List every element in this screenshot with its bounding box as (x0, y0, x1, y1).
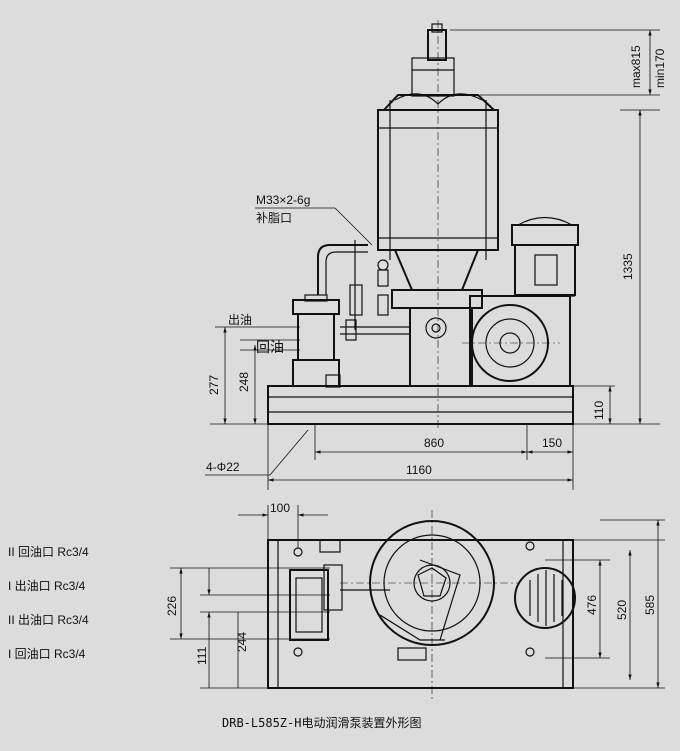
dim-244: 244 (235, 632, 249, 652)
port-label-ii-outlet: II 出油口 Rc3/4 (8, 613, 89, 627)
top-view: 100 226 244 111 476 520 585 (165, 501, 665, 700)
port-label-ii-return: II 回油口 Rc3/4 (8, 545, 89, 559)
piping (317, 240, 410, 341)
dim-860: 860 (424, 436, 444, 450)
drawing-caption: DRB-L585Z-H电动润滑泵装置外形图 (222, 716, 421, 730)
dim-585: 585 (643, 595, 657, 615)
front-view: M33×2-6g 补脂口 出油 回油 max815 min170 1335 11… (205, 20, 667, 490)
grease-reservoir (377, 20, 499, 430)
dim-476: 476 (585, 595, 599, 615)
motor-plan (514, 567, 576, 629)
port-label-i-outlet: I 出油口 Rc3/4 (8, 579, 86, 593)
dim-111: 111 (195, 646, 209, 665)
electric-motor (511, 216, 579, 297)
dim-226: 226 (165, 596, 179, 616)
dim-248: 248 (237, 372, 251, 392)
pump-flange (391, 289, 483, 309)
dim-1160: 1160 (406, 463, 432, 477)
port-labels: II 回油口 Rc3/4 I 出油口 Rc3/4 II 出油口 Rc3/4 I … (8, 545, 89, 661)
dim-max815: max815 (629, 45, 643, 88)
dim-277: 277 (207, 375, 221, 395)
dim-110: 110 (592, 401, 606, 420)
dim-520: 520 (615, 600, 629, 620)
dim-min170: min170 (653, 48, 667, 88)
base-frame (267, 385, 574, 425)
port-label-i-return: I 回油口 Rc3/4 (8, 647, 86, 661)
outlet-label: 出油 (228, 313, 252, 327)
dim-1335: 1335 (621, 253, 635, 280)
return-label: 回油 (256, 339, 284, 355)
dim-holes: 4-Φ22 (206, 460, 240, 474)
filter-assembly (292, 294, 341, 388)
dim-150: 150 (542, 436, 562, 450)
dim-100: 100 (270, 501, 290, 515)
reservoir-cone (393, 249, 480, 291)
callout-thread: M33×2-6g (256, 193, 310, 207)
base-plan (267, 539, 574, 689)
callout-fill-port: 补脂口 (256, 210, 292, 225)
